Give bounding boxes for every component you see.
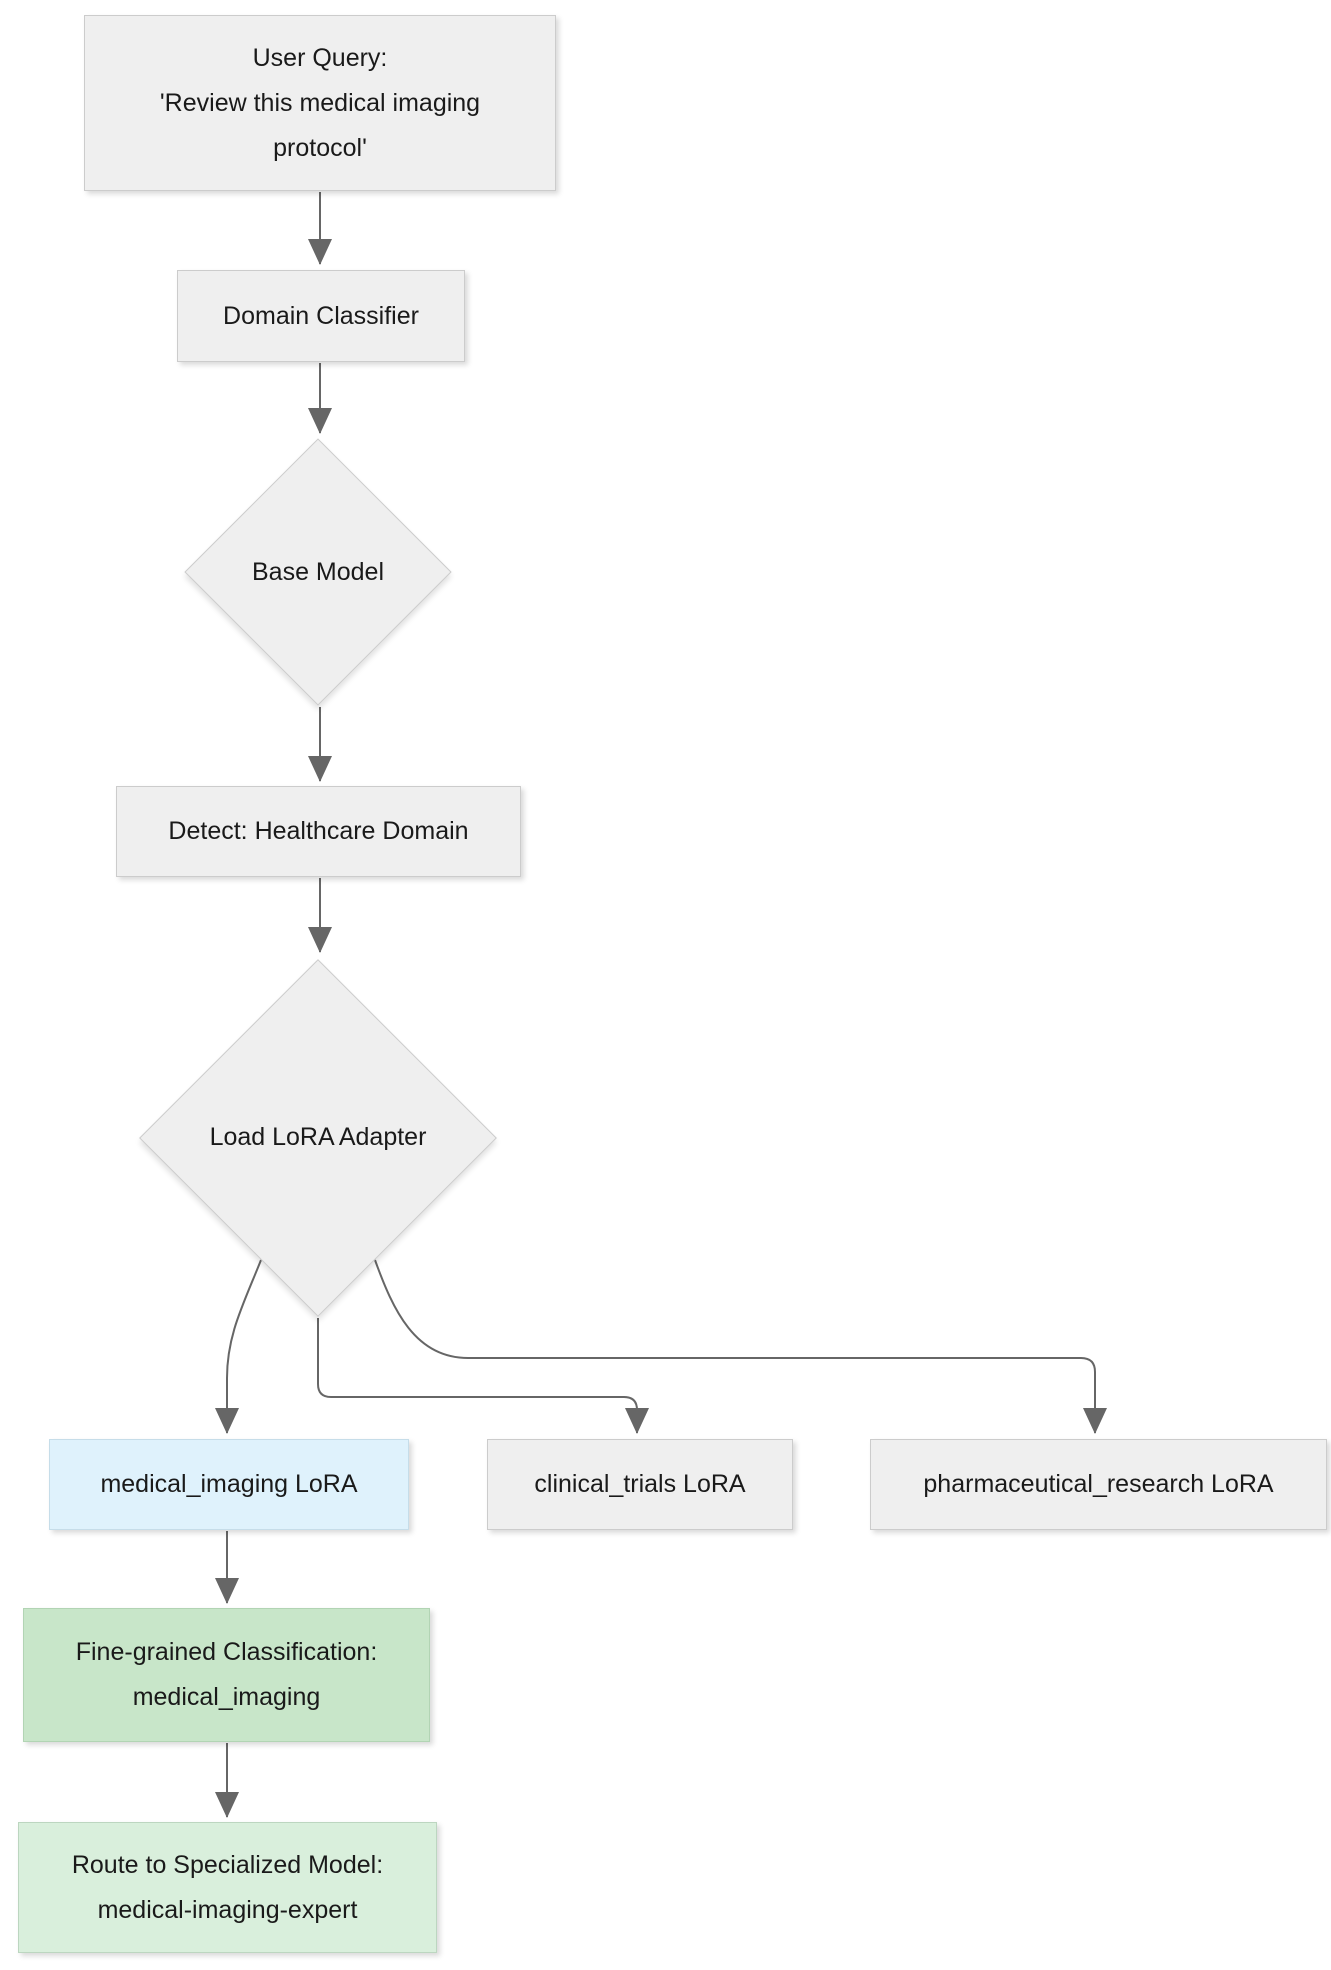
node-detect-healthcare-domain: Detect: Healthcare Domain bbox=[116, 786, 521, 877]
detect-healthcare-label: Detect: Healthcare Domain bbox=[168, 817, 469, 845]
node-base-model: Base Model bbox=[184, 438, 452, 706]
clinical-trials-lora-label: clinical_trials LoRA bbox=[534, 1470, 746, 1498]
base-model-label: Base Model bbox=[251, 557, 385, 586]
node-load-lora-adapter: Load LoRA Adapter bbox=[139, 957, 497, 1318]
node-user-query: User Query: 'Review this medical imaging… bbox=[84, 15, 556, 191]
node-route-specialized-model: Route to Specialized Model: medical-imag… bbox=[18, 1822, 437, 1953]
medical-imaging-lora-label: medical_imaging LoRA bbox=[100, 1470, 358, 1498]
route-line-2: medical-imaging-expert bbox=[97, 1895, 358, 1924]
fine-grained-line-1: Fine-grained Classification: bbox=[75, 1638, 378, 1666]
load-lora-adapter-label: Load LoRA Adapter bbox=[209, 1123, 427, 1151]
node-clinical-trials-lora: clinical_trials LoRA bbox=[487, 1439, 793, 1530]
node-fine-grained-classification: Fine-grained Classification: medical_ima… bbox=[23, 1608, 430, 1742]
user-query-line-1: User Query: bbox=[252, 43, 388, 72]
pharmaceutical-research-lora-label: pharmaceutical_research LoRA bbox=[923, 1470, 1274, 1498]
route-line-1: Route to Specialized Model: bbox=[71, 1850, 384, 1879]
node-domain-classifier: Domain Classifier bbox=[177, 270, 465, 362]
node-pharmaceutical-research-lora: pharmaceutical_research LoRA bbox=[870, 1439, 1327, 1530]
fine-grained-line-2: medical_imaging bbox=[132, 1683, 321, 1711]
user-query-line-2: 'Review this medical imaging bbox=[159, 88, 481, 117]
domain-classifier-label: Domain Classifier bbox=[223, 301, 419, 330]
user-query-line-3: protocol' bbox=[273, 133, 367, 162]
edge-load-lora-to-clinical-trials bbox=[317, 1318, 649, 1434]
node-medical-imaging-lora: medical_imaging LoRA bbox=[49, 1439, 409, 1530]
